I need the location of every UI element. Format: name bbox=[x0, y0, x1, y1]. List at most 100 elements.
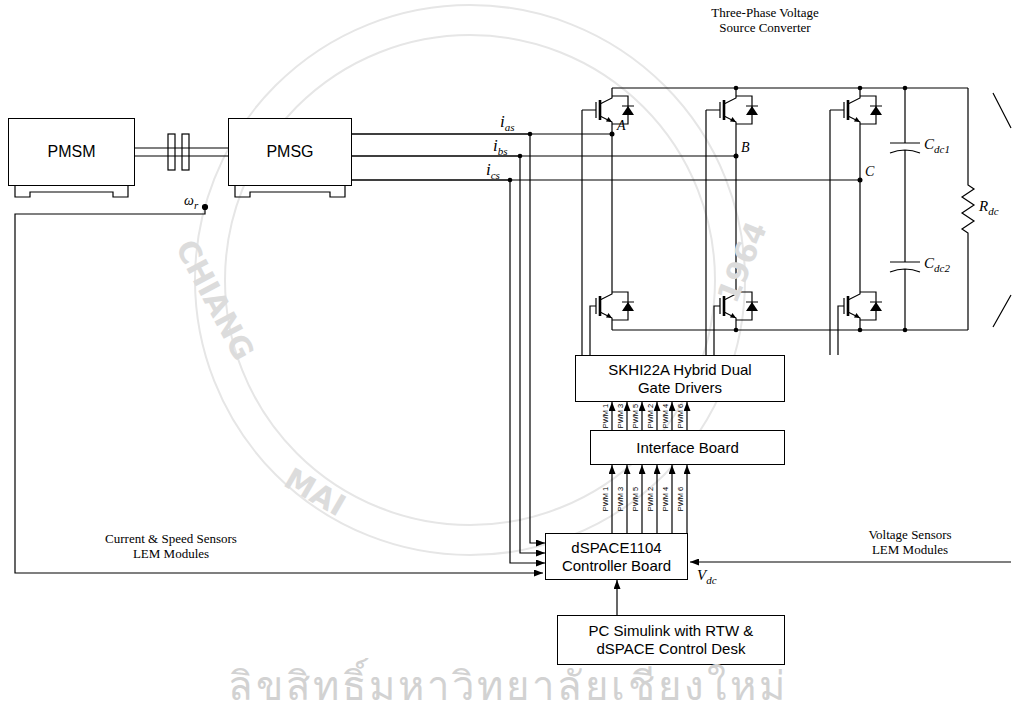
connector-line bbox=[686, 402, 687, 430]
gate-wire bbox=[581, 110, 582, 355]
igbt-symbol bbox=[838, 284, 882, 355]
box-label: PMSM bbox=[48, 142, 96, 161]
igbt-bar bbox=[847, 100, 850, 120]
connector bbox=[135, 148, 228, 156]
pwm-signal-label: PWM 1 bbox=[602, 487, 610, 512]
current-label: ibs bbox=[493, 136, 508, 158]
pwm-signal-label: PWM 5 bbox=[632, 404, 640, 429]
sensor-note: Current & Speed Sensors LEM Modules bbox=[100, 532, 242, 562]
box-label: Interface Board bbox=[636, 439, 739, 457]
current-label: ics bbox=[486, 160, 500, 182]
terminal-label: B bbox=[741, 140, 750, 156]
box-label: PMSG bbox=[266, 142, 313, 161]
pwm-signal-label: PWM 4 bbox=[662, 487, 670, 512]
junction-dot bbox=[903, 328, 908, 333]
igbt-bar bbox=[847, 296, 850, 316]
box-label: PC Simulink with RTW & dSPACE Control De… bbox=[589, 622, 754, 658]
leg-wire bbox=[611, 132, 612, 330]
voltage-label: Vdc bbox=[697, 567, 717, 587]
emitter-arrow bbox=[730, 313, 736, 318]
power-circuit bbox=[352, 88, 1011, 562]
converter-legs bbox=[582, 88, 882, 355]
diode-symbol bbox=[622, 302, 634, 311]
connector-line bbox=[616, 580, 617, 615]
igbt-bar bbox=[723, 100, 726, 120]
emitter-arrow bbox=[606, 313, 612, 318]
pwm-signal-label: PWM 4 bbox=[662, 404, 670, 429]
diode-symbol bbox=[870, 302, 882, 311]
connector-line bbox=[135, 147, 228, 148]
speed-label: ωr bbox=[184, 193, 198, 211]
dc-bus bbox=[612, 88, 968, 330]
generator-box: PMSG bbox=[228, 118, 352, 186]
connector-line bbox=[352, 156, 545, 553]
connector-line bbox=[656, 402, 657, 430]
watermark-text: ลิขสิทธิ์มหาวิทยาลัยเชียงใหม่ bbox=[228, 665, 788, 707]
connector-line bbox=[352, 134, 545, 543]
sensor-note: Voltage Sensors LEM Modules bbox=[860, 528, 960, 558]
igbt-symbol bbox=[706, 88, 758, 132]
current-label: ias bbox=[500, 112, 515, 134]
leg-wire bbox=[859, 132, 860, 330]
box-label: SKHI22A Hybrid Dual Gate Drivers bbox=[596, 361, 764, 397]
junction-dot bbox=[903, 86, 908, 91]
emitter-arrow bbox=[606, 117, 612, 122]
pwm-signal-label: PWM 6 bbox=[677, 404, 685, 429]
machines bbox=[15, 134, 543, 573]
pwm-signal-label: PWM 3 bbox=[617, 487, 625, 512]
emitter-arrow bbox=[854, 313, 860, 318]
phase-node-dot bbox=[734, 154, 739, 159]
gate-wire bbox=[829, 110, 830, 355]
connector-line bbox=[626, 402, 627, 430]
igbt-bar bbox=[599, 296, 602, 316]
connector bbox=[612, 465, 687, 533]
connector bbox=[616, 580, 617, 615]
connector-line bbox=[641, 402, 642, 430]
speed-sensor-wire bbox=[15, 207, 543, 573]
connector-line bbox=[671, 465, 672, 533]
generator-base bbox=[235, 186, 345, 197]
pwm-signal-label: PWM 2 bbox=[647, 487, 655, 512]
pwm-signal-label: PWM 1 bbox=[602, 404, 610, 429]
connector bbox=[352, 134, 545, 563]
emitter-arrow bbox=[730, 117, 736, 122]
terminal-label: C bbox=[865, 164, 874, 180]
emitter-arrow bbox=[854, 117, 860, 122]
connector-line bbox=[135, 155, 228, 156]
converter-title: Three-Phase Voltage Source Converter bbox=[700, 6, 830, 36]
pwm-signal-label: PWM 5 bbox=[632, 487, 640, 512]
phase-node-dot bbox=[858, 178, 863, 183]
pwm-signal-label: PWM 6 bbox=[677, 487, 685, 512]
coupling-flange bbox=[182, 134, 189, 170]
capacitor-symbol bbox=[890, 88, 920, 330]
connector-line bbox=[671, 402, 672, 430]
watermark-text: 1964 bbox=[710, 217, 774, 308]
controller-box: dSPACE1104 Controller Board bbox=[545, 533, 688, 580]
connector-line bbox=[686, 465, 687, 533]
gate-driver-box: SKHI22A Hybrid Dual Gate Drivers bbox=[575, 355, 785, 402]
resistor-symbol bbox=[962, 88, 974, 330]
capacitor-label: Cdc2 bbox=[924, 255, 950, 275]
connector bbox=[612, 402, 687, 430]
igbt-symbol bbox=[582, 88, 634, 132]
pwm-signal-label: PWM 2 bbox=[647, 404, 655, 429]
terminal-label: A bbox=[617, 118, 626, 134]
diode-symbol bbox=[870, 106, 882, 115]
interface-box: Interface Board bbox=[590, 430, 785, 465]
motor-box: PMSM bbox=[8, 118, 135, 186]
phase-node-dot bbox=[610, 132, 615, 137]
motor-base bbox=[15, 186, 128, 197]
watermark-text: CHIANG bbox=[169, 234, 262, 366]
voltage-sensor-wire bbox=[690, 561, 1011, 562]
connector-line bbox=[656, 465, 657, 533]
phase-wires bbox=[352, 134, 860, 180]
capacitor-label: Cdc1 bbox=[924, 136, 950, 156]
resistor-label: Rdc bbox=[979, 198, 999, 218]
gate-wire bbox=[705, 110, 706, 355]
connector-line bbox=[352, 180, 545, 563]
igbt-symbol bbox=[590, 284, 634, 355]
pc-box: PC Simulink with RTW & dSPACE Control De… bbox=[557, 615, 785, 665]
connector-line bbox=[611, 402, 612, 430]
